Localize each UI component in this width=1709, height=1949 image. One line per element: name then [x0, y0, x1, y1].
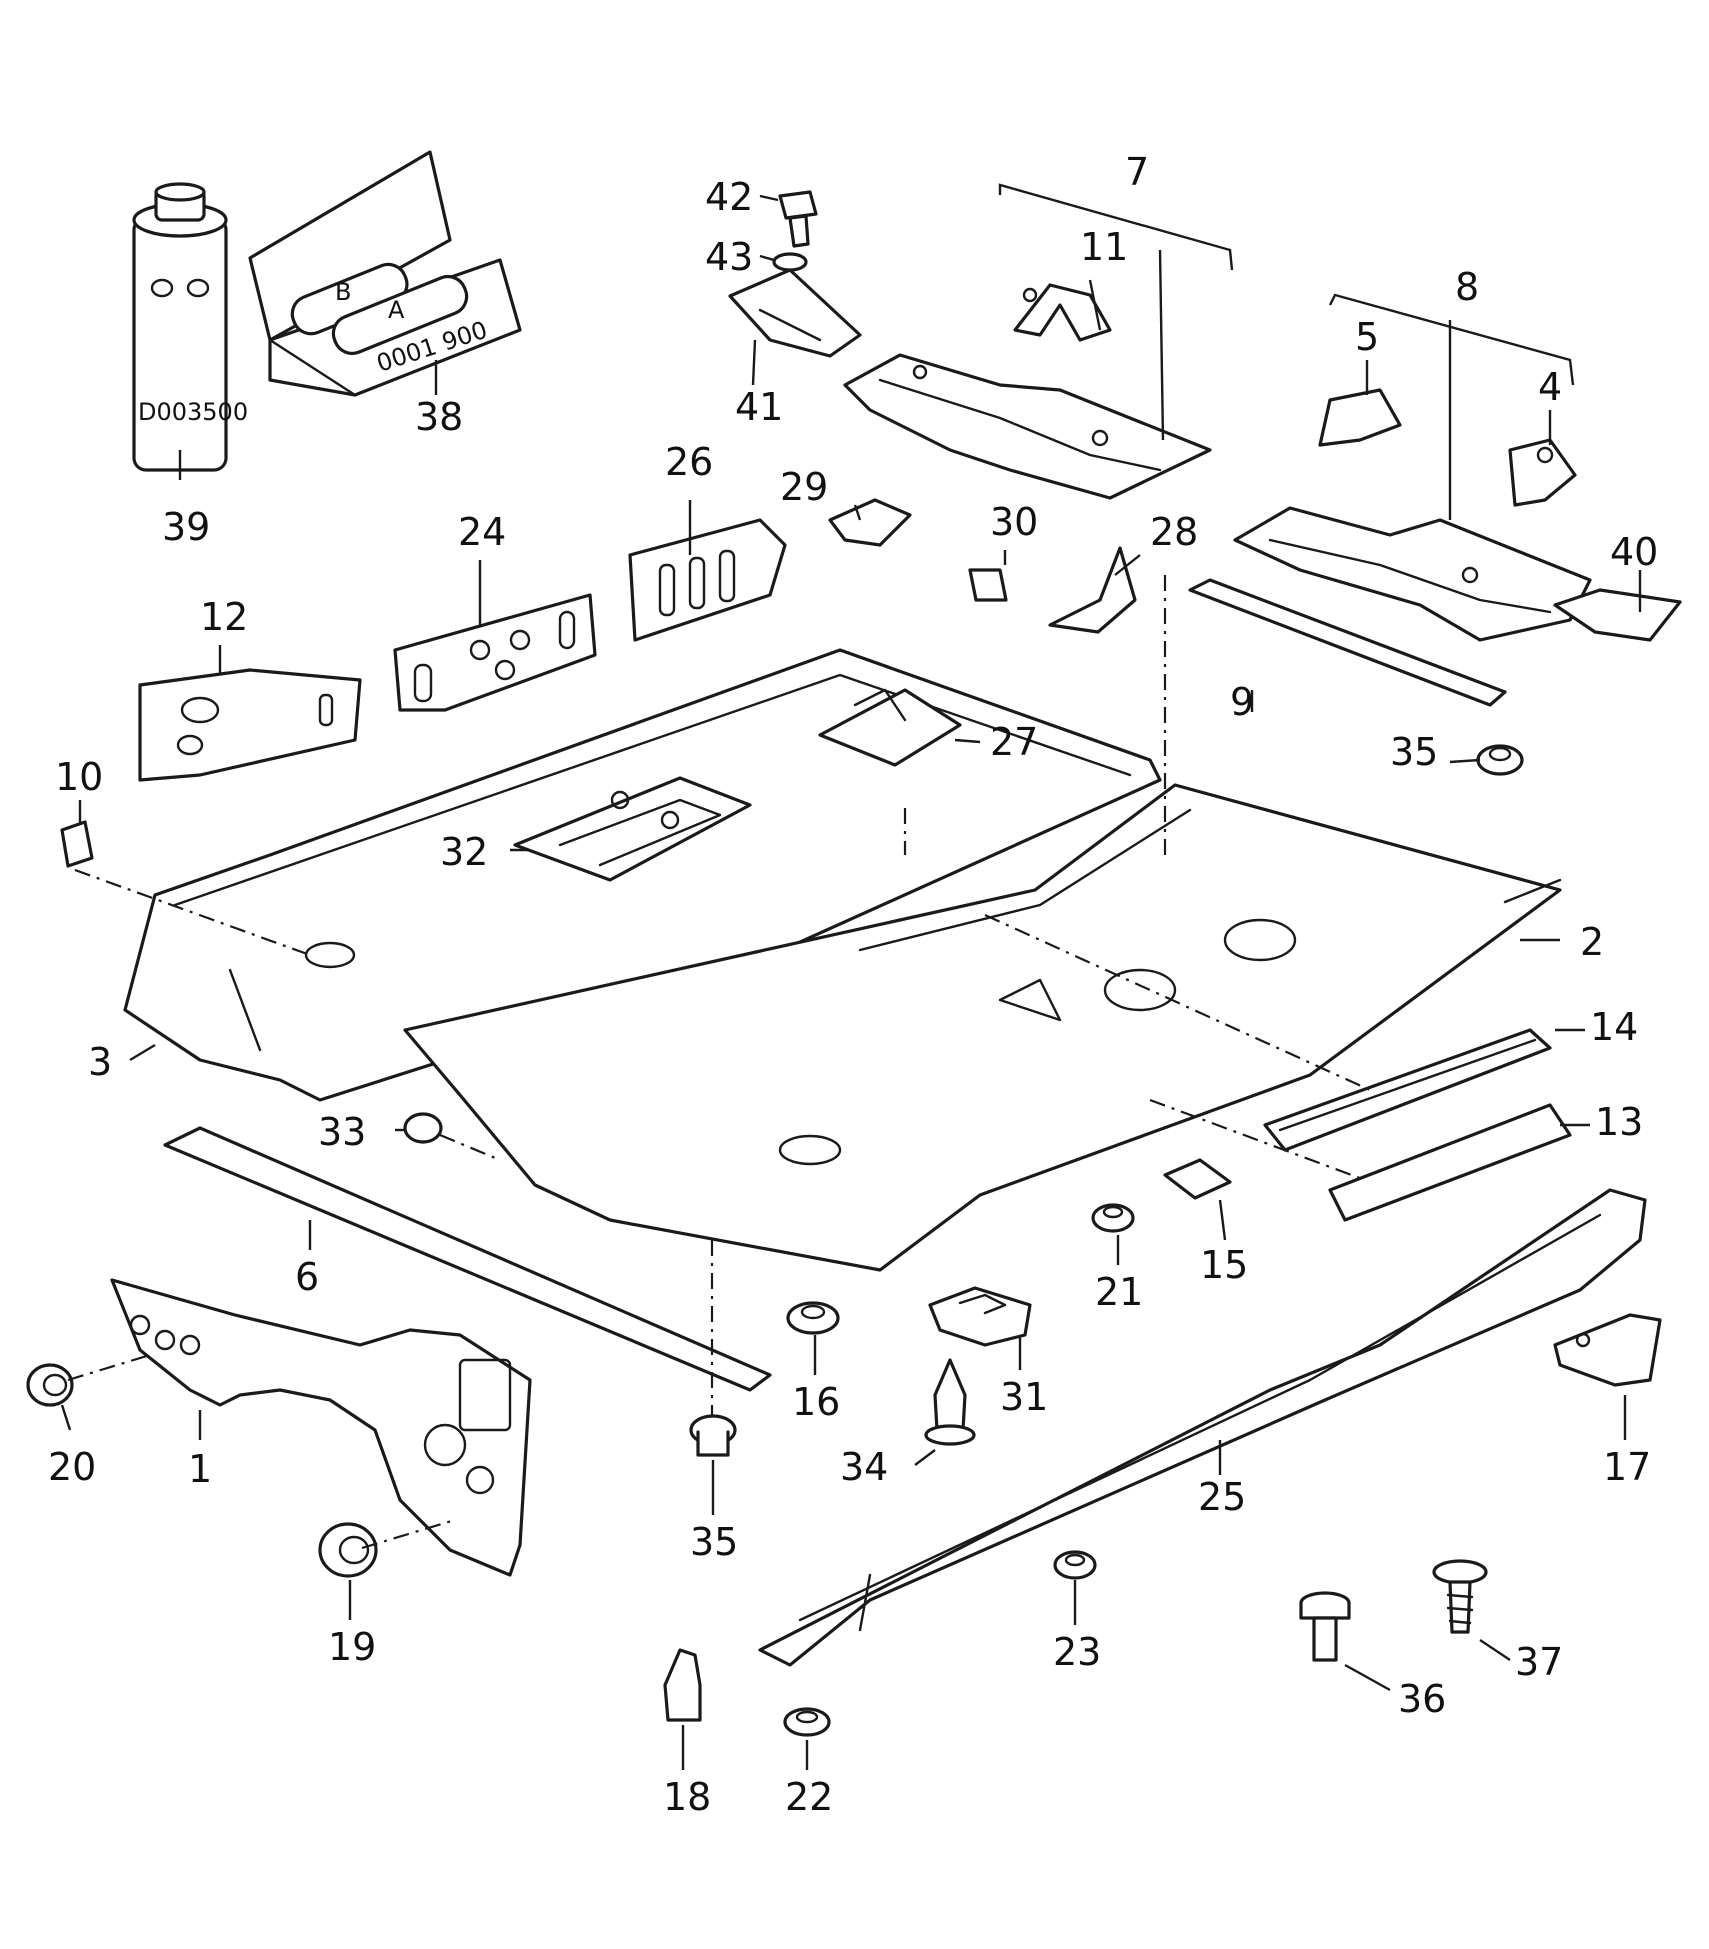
- part-35-nut-lower: [689, 1414, 737, 1457]
- callout-12: 12: [200, 595, 248, 639]
- part-30-clip: [968, 568, 1008, 602]
- callout-21: 21: [1095, 1270, 1143, 1314]
- callout-29: 29: [780, 465, 828, 509]
- callout-37: 37: [1515, 1640, 1563, 1684]
- part-5-bracket: [1318, 388, 1402, 447]
- callout-35-upper: 35: [1390, 730, 1438, 774]
- callout-24: 24: [458, 510, 506, 554]
- part-32-bracket: [513, 776, 752, 882]
- callout-40: 40: [1610, 530, 1658, 574]
- callout-35-lower: 35: [690, 1520, 738, 1564]
- part-27-bracket: [818, 688, 962, 767]
- callout-14: 14: [1590, 1005, 1638, 1049]
- callout-22: 22: [785, 1775, 833, 1819]
- callout-23: 23: [1053, 1630, 1101, 1674]
- callout-34: 34: [840, 1445, 888, 1489]
- callout-36: 36: [1398, 1677, 1446, 1721]
- part-33-plug: [403, 1112, 443, 1144]
- part-31-clip: [928, 1286, 1032, 1347]
- part-38-adhesive-kit: B A 0001 900: [248, 150, 522, 397]
- callout-27: 27: [990, 720, 1038, 764]
- part-40-bracket: [1553, 588, 1682, 642]
- part-21-plug: [1091, 1203, 1135, 1233]
- callout-28: 28: [1150, 510, 1198, 554]
- part-1-bulkhead: [110, 1278, 532, 1577]
- callout-41: 41: [735, 385, 783, 429]
- part-41-bracket: [728, 268, 862, 358]
- part-36-bolt: [1299, 1591, 1351, 1662]
- callout-13: 13: [1595, 1100, 1643, 1144]
- part-42-bolt: [778, 190, 818, 248]
- part-23-plug: [1053, 1550, 1097, 1580]
- callout-19: 19: [328, 1625, 376, 1669]
- part-35-nut-upper: [1476, 744, 1524, 776]
- part-15-plate: [1163, 1158, 1232, 1200]
- callout-11: 11: [1080, 225, 1128, 269]
- callout-42: 42: [705, 175, 753, 219]
- part-20-grommet: [26, 1363, 74, 1407]
- callout-39: 39: [162, 505, 210, 549]
- part-4-bracket: [1508, 438, 1577, 507]
- part-29-bracket: [828, 498, 912, 547]
- part-2-front-floor: [403, 783, 1562, 1272]
- part-26-panel: [628, 518, 787, 642]
- callout-4: 4: [1538, 365, 1562, 409]
- part-34-screw: [924, 1358, 976, 1446]
- part-16-plug: [786, 1301, 840, 1335]
- part-28-bracket: [1048, 546, 1137, 634]
- callout-10: 10: [55, 755, 103, 799]
- callout-30: 30: [990, 500, 1038, 544]
- part-14-sill-member: [1263, 1028, 1552, 1152]
- callout-16: 16: [792, 1380, 840, 1424]
- part-7-cross-member: [843, 353, 1212, 500]
- callout-32: 32: [440, 830, 488, 874]
- callout-8: 8: [1455, 265, 1479, 309]
- part-13-sill-member: [1328, 1103, 1572, 1222]
- can-code: D003500: [138, 398, 248, 426]
- callout-26: 26: [665, 440, 713, 484]
- part-18-clip: [663, 1648, 702, 1722]
- callout-9: 9: [1230, 680, 1254, 724]
- callout-numbers: 39 38 42 43 41 7 11 8 5 4 40 30 29 28 26…: [48, 150, 1658, 1819]
- part-6-member: [163, 1126, 772, 1392]
- callout-18: 18: [663, 1775, 711, 1819]
- callout-3: 3: [88, 1040, 112, 1084]
- part-19-grommet: [318, 1522, 378, 1578]
- callout-17: 17: [1603, 1445, 1651, 1489]
- callout-1: 1: [188, 1447, 212, 1491]
- callout-38: 38: [415, 395, 463, 439]
- tube-a-label: A: [388, 296, 405, 324]
- part-17-bracket: [1553, 1313, 1662, 1387]
- part-43-washer: [772, 252, 808, 272]
- part-37-screw: [1432, 1559, 1488, 1634]
- part-11-bracket: [1013, 283, 1112, 342]
- callout-6: 6: [295, 1255, 319, 1299]
- callout-2: 2: [1580, 920, 1604, 964]
- callout-7: 7: [1125, 150, 1149, 194]
- part-39-sealant-can: D003500: [132, 182, 248, 472]
- callout-25: 25: [1198, 1475, 1246, 1519]
- callout-43: 43: [705, 235, 753, 279]
- callout-31: 31: [1000, 1375, 1048, 1419]
- part-24-panel: [393, 593, 597, 712]
- part-12-panel: [138, 668, 362, 782]
- leader-lines: [60, 183, 1642, 1770]
- part-10-clip: [60, 820, 94, 868]
- part-22-plug: [783, 1707, 831, 1737]
- part-9-member: [1188, 578, 1507, 707]
- callout-33: 33: [318, 1110, 366, 1154]
- tube-b-label: B: [335, 278, 351, 306]
- callout-5: 5: [1355, 315, 1379, 359]
- callout-15: 15: [1200, 1243, 1248, 1287]
- callout-20: 20: [48, 1445, 96, 1489]
- part-25-sill: [758, 1188, 1647, 1667]
- assembly-lines: [67, 575, 1371, 1550]
